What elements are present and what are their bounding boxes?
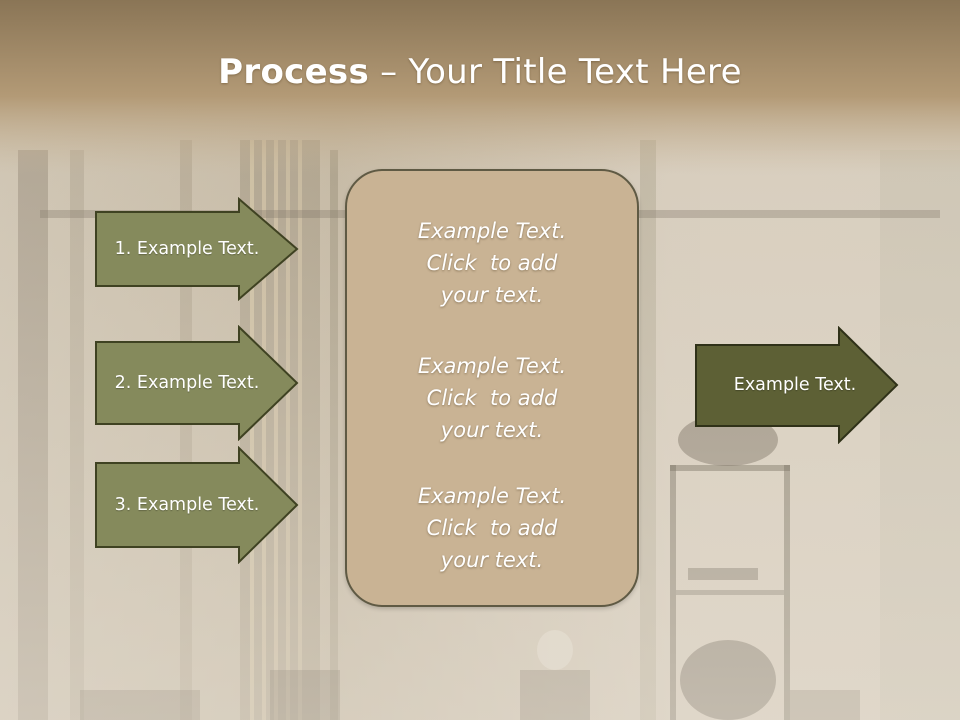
arrow-label: Example Text. [733,375,857,395]
paragraph-line: Example Text. [417,219,567,243]
left-arrow-3: 3. Example Text. [94,446,300,564]
text-paragraph-3: Example Text. Click to add your text. [347,480,637,576]
paragraph-line: Example Text. [417,484,567,508]
arrow-shape [95,446,299,564]
arrow-label: 2. Example Text. [114,373,260,393]
arrow-label: 3. Example Text. [114,495,260,515]
right-arrow: Example Text. [694,326,900,444]
paragraph-line: Click to add [426,251,558,275]
text-paragraph-1: Example Text. Click to add your text. [347,215,637,311]
center-text-box[interactable]: Example Text. Click to add your text. Ex… [345,169,639,607]
paragraph-line: Click to add [426,386,558,410]
text-paragraph-2: Example Text. Click to add your text. [347,350,637,446]
slide-title: Process – Your Title Text Here [0,52,960,92]
arrow-label: 1. Example Text. [114,239,260,259]
paragraph-line: your text. [440,418,544,442]
arrow-shape [95,197,299,301]
left-arrow-2: 2. Example Text. [94,325,300,441]
paragraph-line: Example Text. [417,354,567,378]
arrow-shape [95,325,299,441]
paragraph-line: your text. [440,283,544,307]
paragraph-line: your text. [440,548,544,572]
title-bold: Process [218,52,370,92]
title-rest: – Your Title Text Here [369,52,742,92]
left-arrow-1: 1. Example Text. [94,197,300,301]
paragraph-line: Click to add [426,516,558,540]
arrow-shape [695,326,899,444]
